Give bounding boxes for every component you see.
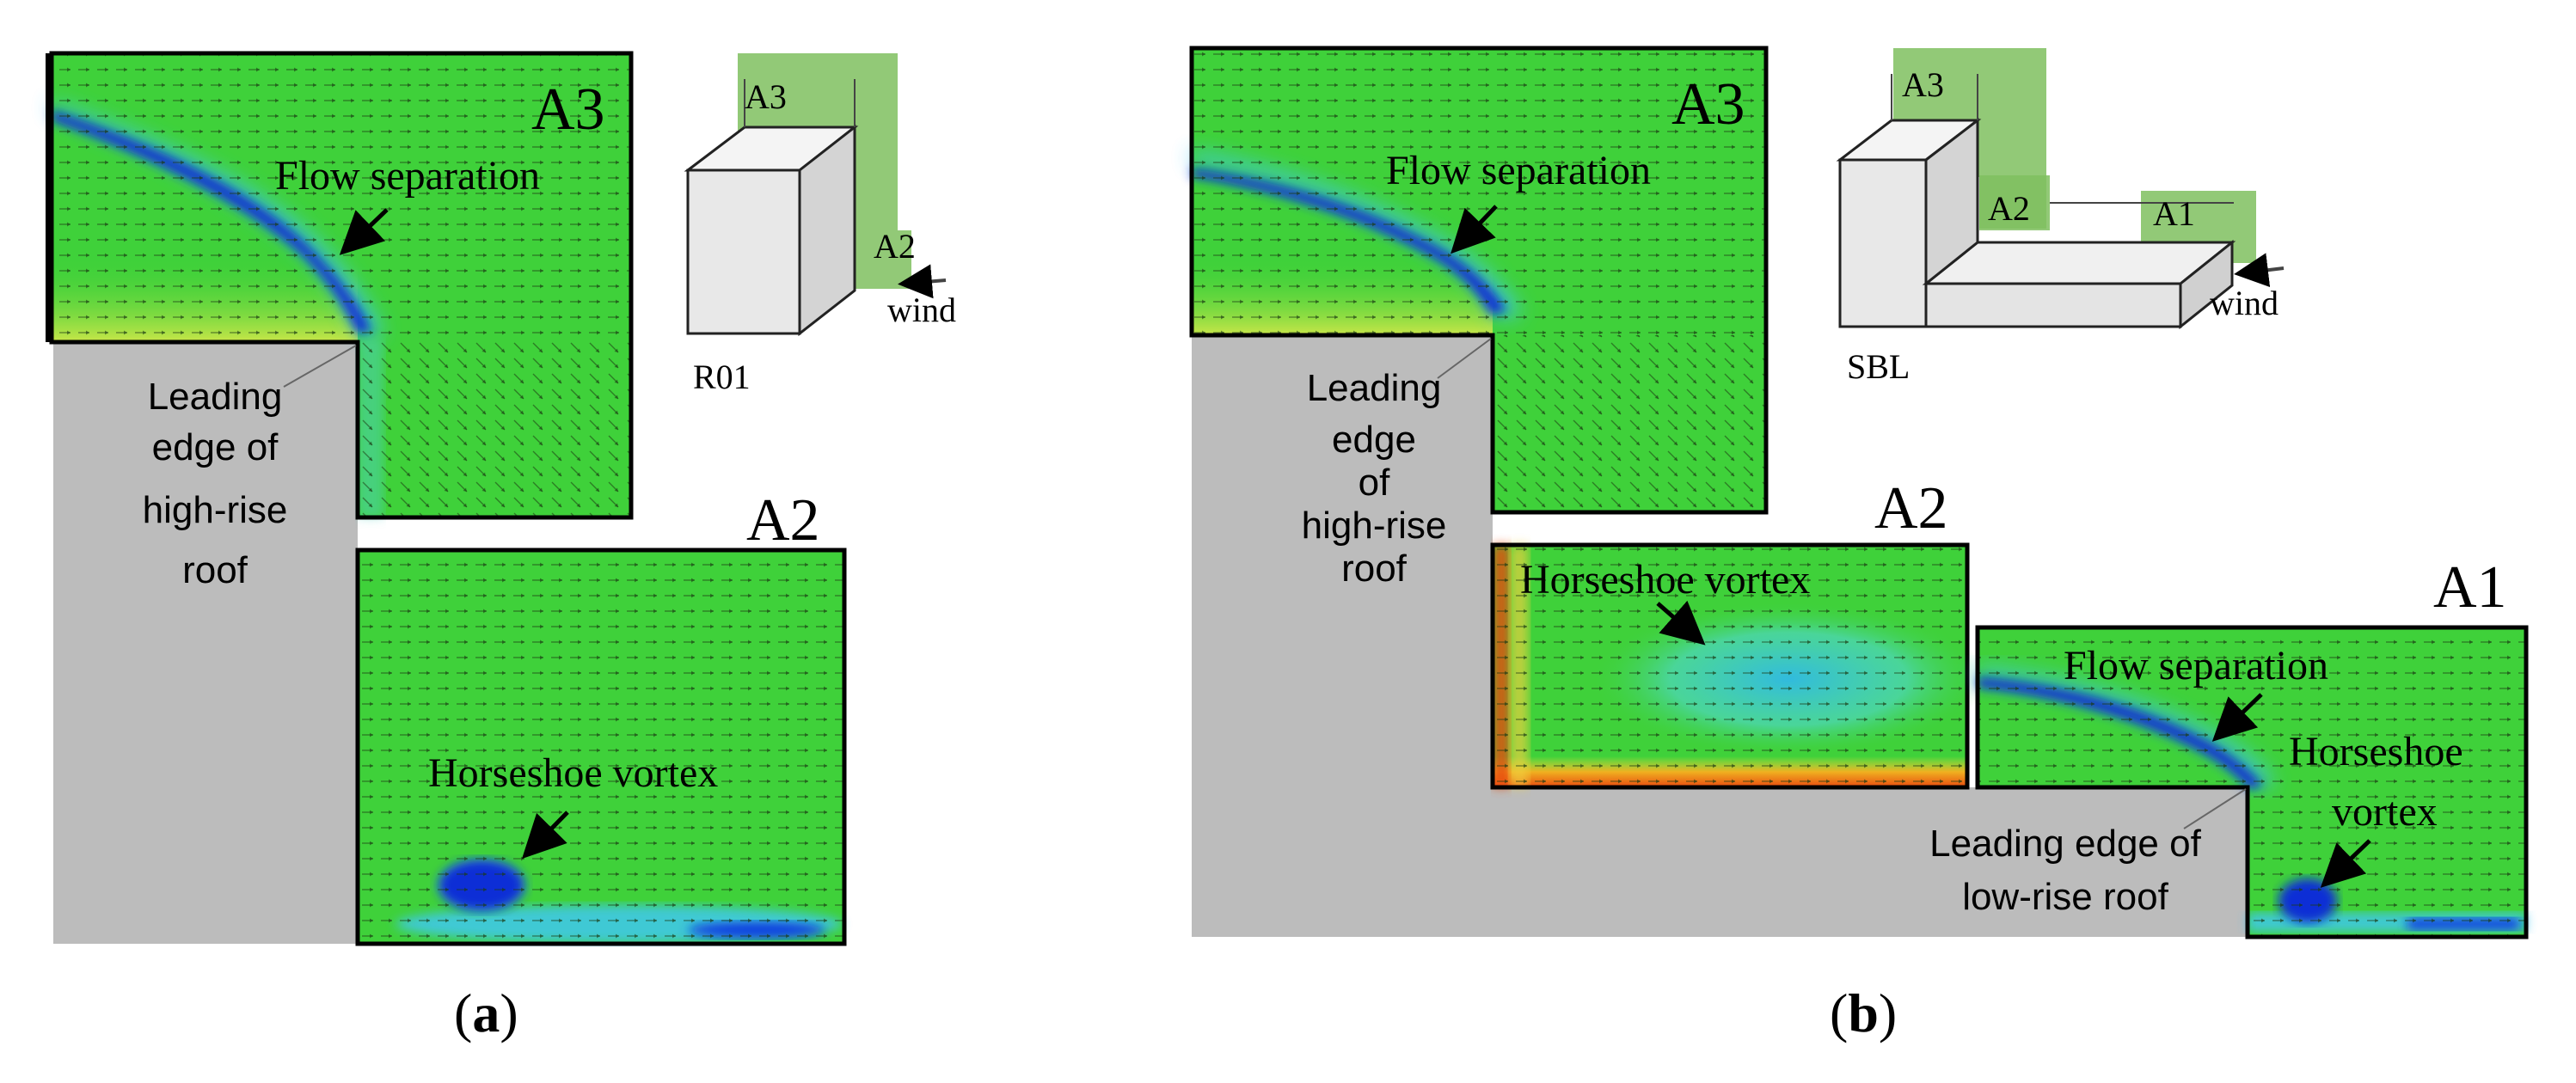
horseshoe-vortex-a2-arrow-b — [1656, 600, 1706, 646]
svg-text:(b): (b) — [1830, 982, 1897, 1043]
leading-edge-line: Leading — [148, 376, 283, 418]
inset-model-name-a: R01 — [693, 358, 751, 396]
leading-edge-low-line: low-rise roof — [1962, 876, 2168, 918]
flow-separation-a1-label-b: Flow separation — [2064, 643, 2328, 688]
panel-a: A3 A2 Flow separation Horseshoe vortex L… — [46, 51, 956, 1043]
inset-tower-side-b — [1924, 117, 1979, 287]
leading-edge-high-line: of — [1359, 462, 1390, 504]
leading-edge-line: edge of — [152, 426, 279, 468]
leading-edge-label-a: Leading edge of high-rise roof — [143, 376, 288, 591]
leading-edge-high-pointer-b — [1437, 338, 1492, 379]
inset-wind-arrow-a — [898, 264, 947, 299]
region-a1-label-b: A1 — [2433, 554, 2507, 621]
region-a2-outline-b — [1490, 542, 1970, 790]
region-a3-outline-a — [49, 51, 634, 520]
region-a3-label-a: A3 — [531, 76, 605, 143]
leading-edge-low-pointer-b — [2183, 788, 2247, 829]
flow-separation-arrow-a — [339, 208, 389, 255]
horseshoe-vortex-a1-line: vortex — [2332, 789, 2438, 835]
region-a3-field-a — [46, 51, 634, 520]
region-a2-outline-a — [355, 548, 847, 946]
inset-a3-label-b: A3 — [1902, 65, 1944, 104]
region-a3-outline-b — [1189, 46, 1769, 515]
leading-edge-high-line: roof — [1341, 548, 1408, 590]
leading-edge-low-label-b: Leading edge of low-rise roof — [1929, 823, 2201, 918]
caption-a-close: ) — [500, 982, 518, 1043]
region-a2-field-b — [1490, 542, 1986, 790]
panel-b: A3 A2 A1 Flow separation Horseshoe vorte… — [1189, 46, 2529, 1043]
leading-edge-high-line: Leading — [1307, 367, 1442, 409]
flow-separation-label-a: Flow separation — [275, 153, 540, 199]
caption-b-open: ( — [1830, 982, 1848, 1043]
horseshoe-vortex-arrow-a — [522, 811, 569, 860]
svg-text:(a): (a) — [454, 982, 518, 1043]
inset-a3-label-a: A3 — [745, 77, 787, 116]
inset-wind-label-b: wind — [2210, 284, 2279, 322]
high-rise-building-b — [1192, 335, 1493, 937]
caption-a-open: ( — [454, 982, 472, 1043]
inset-plane-a2-b — [1979, 175, 2050, 230]
horseshoe-vortex-a1-label-b: Horseshoe vortex — [2289, 729, 2463, 835]
horseshoe-vortex-label-a: Horseshoe vortex — [428, 750, 718, 796]
region-a2-field-a — [355, 548, 847, 946]
leading-edge-line: high-rise — [143, 489, 288, 531]
region-a3-label-b: A3 — [1671, 71, 1745, 138]
leading-edge-high-line: high-rise — [1302, 505, 1447, 547]
leading-edge-low-line: Leading edge of — [1929, 823, 2201, 865]
inset-wind-arrow-b — [2234, 253, 2285, 288]
inset-a2-label-b: A2 — [1988, 189, 2030, 228]
inset-wind-label-a: wind — [887, 291, 956, 329]
horseshoe-vortex-a2-label-b: Horseshoe vortex — [1520, 557, 1810, 603]
inset-a2-label-a: A2 — [874, 227, 916, 266]
inset-podium-front-b — [1924, 282, 2182, 328]
inset-sbl: A3 A2 A1 wind SBL — [1836, 48, 2285, 386]
high-rise-building-a — [53, 342, 358, 944]
leading-edge-line: roof — [182, 549, 248, 591]
leading-edge-pointer-a — [283, 345, 357, 388]
inset-podium-side-b — [2179, 239, 2234, 330]
leading-edge-high-label-b: Leading edge of high-rise roof — [1302, 367, 1447, 590]
region-a3-field-b — [1189, 46, 1769, 515]
region-a2-label-b: A2 — [1874, 475, 1948, 542]
inset-a1-label-b: A1 — [2153, 194, 2195, 233]
caption-a: (a) — [454, 982, 518, 1043]
region-a1-outline-b — [1975, 625, 2529, 939]
caption-b-letter: b — [1848, 982, 1879, 1043]
flow-separation-top-arrow-b — [1451, 205, 1498, 254]
region-a2-label-a: A2 — [746, 487, 820, 554]
caption-b-close: ) — [1879, 982, 1897, 1043]
caption-a-letter: a — [472, 982, 500, 1043]
inset-model-name-b: SBL — [1847, 347, 1910, 386]
inset-box-side-a — [798, 124, 856, 337]
caption-b: (b) — [1830, 982, 1897, 1043]
flow-separation-a1-arrow-b — [2211, 693, 2263, 742]
horseshoe-vortex-a1-line: Horseshoe — [2289, 729, 2463, 774]
inset-box-front-a — [686, 168, 801, 335]
flow-separation-top-label-b: Flow separation — [1386, 148, 1651, 193]
horseshoe-vortex-a1-arrow-b — [2320, 839, 2371, 888]
low-rise-building-b — [1493, 787, 2248, 937]
inset-tower-front-b — [1838, 158, 1928, 328]
leading-edge-high-line: edge — [1332, 419, 1416, 461]
inset-r01: A3 A2 wind R01 — [684, 53, 956, 396]
